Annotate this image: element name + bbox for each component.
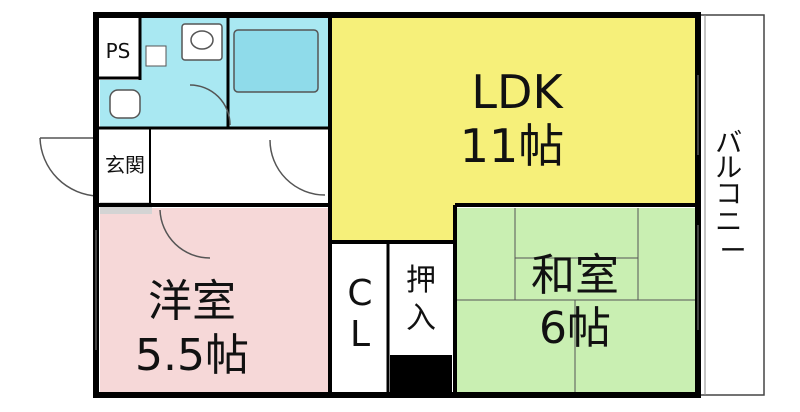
ldk-room <box>330 18 695 240</box>
ps-label: PS <box>106 39 131 63</box>
balcony-char-4: ニ <box>715 207 742 238</box>
walls <box>93 12 701 398</box>
balcony-char-1: バ <box>715 128 742 159</box>
balcony-char-3: コ <box>715 179 742 210</box>
oshiire-label-2: 入 <box>406 301 436 336</box>
western-room <box>100 208 328 394</box>
entrance <box>39 130 152 214</box>
balcony: バ ル コ ニ ー <box>696 14 765 396</box>
basin-bowl <box>190 30 214 50</box>
washer-pan <box>145 45 167 67</box>
western-name: 洋室 <box>148 276 236 327</box>
japanese-room <box>455 208 695 394</box>
bathtub <box>233 29 319 93</box>
japanese-name: 和室 <box>531 250 619 301</box>
door-swings <box>159 84 326 259</box>
windows <box>95 75 699 350</box>
japanese-size: 6帖 <box>539 303 611 354</box>
entrance-label: 玄関 <box>105 153 145 177</box>
ps-space <box>100 18 140 78</box>
western-size: 5.5帖 <box>135 330 249 381</box>
balcony-char-2: ル <box>715 153 742 184</box>
washbasin <box>181 23 223 61</box>
balcony-char-5: ー <box>720 236 747 267</box>
balcony-label: バ ル コ ニ ー <box>715 128 751 267</box>
closet <box>333 245 387 394</box>
oshiire-base <box>390 355 452 394</box>
closet-label-c: C <box>347 273 372 314</box>
balcony-area <box>696 14 765 396</box>
oshiire <box>390 245 452 355</box>
entrance-hall <box>100 130 152 202</box>
wet-area <box>100 18 328 128</box>
toilet-seat <box>109 89 141 119</box>
tatami-lines <box>455 208 695 394</box>
ldk-size: 11帖 <box>460 119 565 173</box>
closet-label-l: L <box>350 314 370 355</box>
ldk-name: LDK <box>471 65 564 119</box>
entrance-door-swing <box>39 137 99 197</box>
oshiire-label-1: 押 <box>406 263 436 298</box>
